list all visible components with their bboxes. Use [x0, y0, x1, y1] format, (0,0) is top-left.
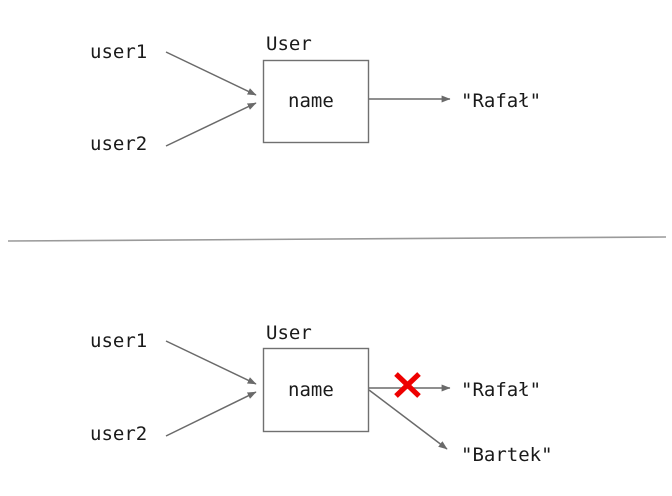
edge-user-to-value-bartek-bottom [368, 389, 448, 450]
edge-user1-to-user-top [165, 51, 257, 96]
panel-bottom: user1 user2 User name "Rafał" "Bartek" [90, 322, 553, 466]
value-label-bartek-bottom: "Bartek" [461, 444, 553, 466]
entity-title-bottom: User [266, 322, 312, 344]
section-divider [7, 236, 667, 242]
value-label-rafal-top: "Rafał" [461, 90, 541, 112]
edge-user2-to-user-bottom [165, 391, 257, 437]
source-label-user1-top: user1 [90, 41, 147, 63]
panel-top: user1 user2 User name "Rafał" [90, 33, 541, 155]
edge-user2-to-user-top [165, 102, 257, 147]
value-label-rafal-bottom: "Rafał" [461, 379, 541, 401]
source-label-user1-bottom: user1 [90, 330, 147, 352]
source-label-user2-bottom: user2 [90, 423, 147, 445]
entity-field-name-top: name [288, 90, 334, 112]
source-label-user2-top: user2 [90, 133, 147, 155]
edge-user1-to-user-bottom [165, 340, 257, 385]
conflict-cross-icon [394, 372, 421, 398]
entity-box-top [262, 59, 370, 144]
entity-title-top: User [266, 33, 312, 55]
entity-box-bottom [262, 347, 370, 433]
entity-field-name-bottom: name [288, 379, 334, 401]
